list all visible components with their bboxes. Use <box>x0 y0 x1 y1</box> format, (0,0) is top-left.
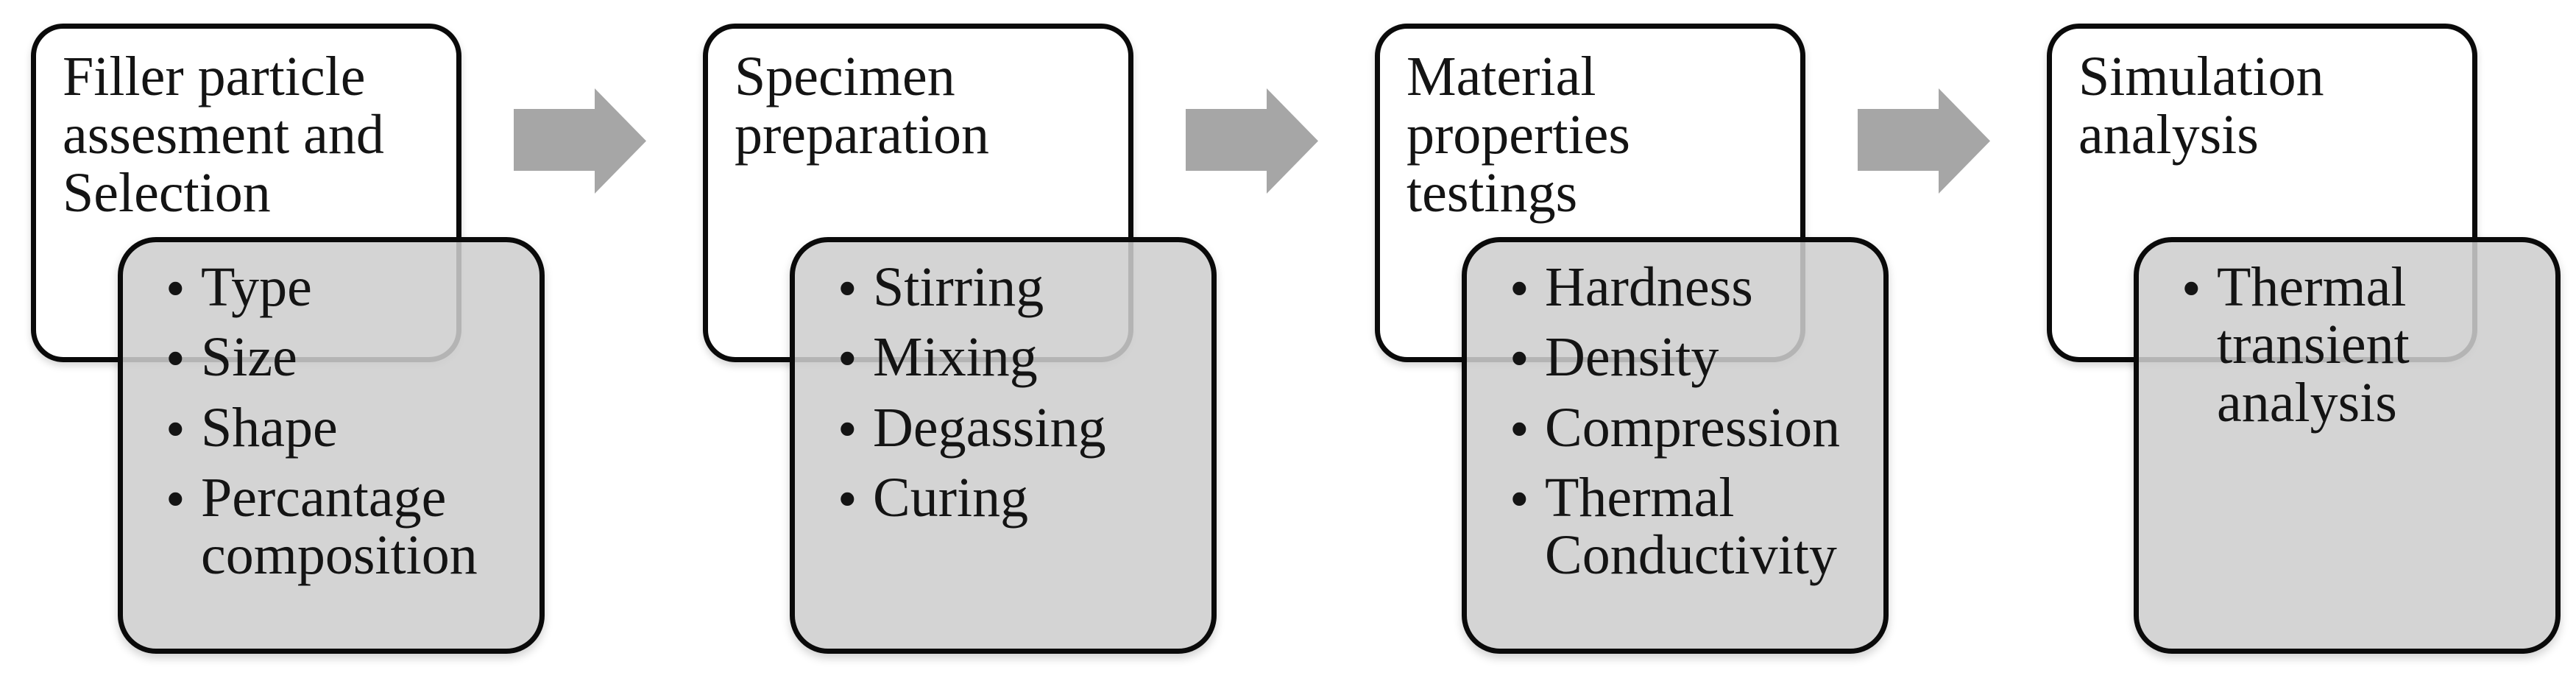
list-item: • Size <box>166 326 517 390</box>
list-item: • Thermal Conductivity <box>1510 469 1861 585</box>
bullet-text: Mixing <box>873 326 1038 389</box>
flow-arrow-icon <box>1186 88 1318 194</box>
bullet-icon: • <box>166 328 185 390</box>
stage-bullet-card: • Stirring • Mixing • Degassing • Curing <box>790 237 1217 654</box>
stage-filler-particle: Filler particle assesment and Selection … <box>31 0 546 681</box>
bullet-text: Percantage composition <box>201 466 478 587</box>
stage-specimen-preparation: Specimen preparation • Stirring • Mixing… <box>703 0 1218 681</box>
bullet-list: • Stirring • Mixing • Degassing • Curing <box>795 242 1211 528</box>
stage-bullet-card: • Type • Size • Shape • Percantage compo… <box>118 237 545 654</box>
bullet-icon: • <box>838 258 857 320</box>
bullet-list: • Thermal transient analysis <box>2139 242 2555 431</box>
bullet-text: Thermal transient analysis <box>2217 256 2410 434</box>
bullet-icon: • <box>838 398 857 460</box>
bullet-text: Curing <box>873 466 1029 529</box>
list-item: • Percantage composition <box>166 469 517 585</box>
bullet-text: Hardness <box>1545 256 1753 318</box>
list-item: • Stirring <box>838 256 1189 320</box>
stage-material-properties: Material properties testings • Hardness … <box>1375 0 1890 681</box>
list-item: • Thermal transient analysis <box>2182 258 2533 431</box>
bullet-icon: • <box>1510 398 1529 460</box>
bullet-icon: • <box>2182 258 2201 320</box>
bullet-text: Density <box>1545 326 1719 389</box>
bullet-text: Thermal Conductivity <box>1545 466 1837 587</box>
bullet-icon: • <box>1510 328 1529 390</box>
bullet-icon: • <box>166 258 185 320</box>
stage-bullet-card: • Hardness • Density • Compression • The… <box>1462 237 1889 654</box>
bullet-icon: • <box>838 328 857 390</box>
bullet-text: Type <box>201 256 312 318</box>
stage-title: Filler particle assesment and Selection <box>63 46 384 225</box>
bullet-text: Stirring <box>873 256 1044 318</box>
bullet-icon: • <box>166 467 185 530</box>
stage-title: Material properties testings <box>1406 46 1630 225</box>
list-item: • Shape <box>166 396 517 460</box>
bullet-list: • Hardness • Density • Compression • The… <box>1467 242 1883 584</box>
list-item: • Mixing <box>838 326 1189 390</box>
bullet-text: Size <box>201 326 297 389</box>
list-item: • Compression <box>1510 396 1861 460</box>
list-item: • Curing <box>838 466 1189 530</box>
bullet-icon: • <box>838 467 857 530</box>
bullet-text: Compression <box>1545 396 1841 459</box>
flow-arrow-icon <box>514 88 646 194</box>
stage-title: Simulation analysis <box>2078 46 2324 166</box>
bullet-list: • Type • Size • Shape • Percantage compo… <box>123 242 539 584</box>
stage-title: Specimen preparation <box>735 46 990 166</box>
bullet-icon: • <box>166 398 185 460</box>
bullet-icon: • <box>1510 467 1529 530</box>
list-item: • Hardness <box>1510 256 1861 320</box>
bullet-text: Shape <box>201 396 338 459</box>
list-item: • Density <box>1510 326 1861 390</box>
stage-bullet-card: • Thermal transient analysis <box>2134 237 2561 654</box>
flow-arrow-icon <box>1858 88 1990 194</box>
list-item: • Type <box>166 256 517 320</box>
stage-simulation-analysis: Simulation analysis • Thermal transient … <box>2047 0 2562 681</box>
list-item: • Degassing <box>838 396 1189 460</box>
bullet-text: Degassing <box>873 396 1106 459</box>
bullet-icon: • <box>1510 258 1529 320</box>
